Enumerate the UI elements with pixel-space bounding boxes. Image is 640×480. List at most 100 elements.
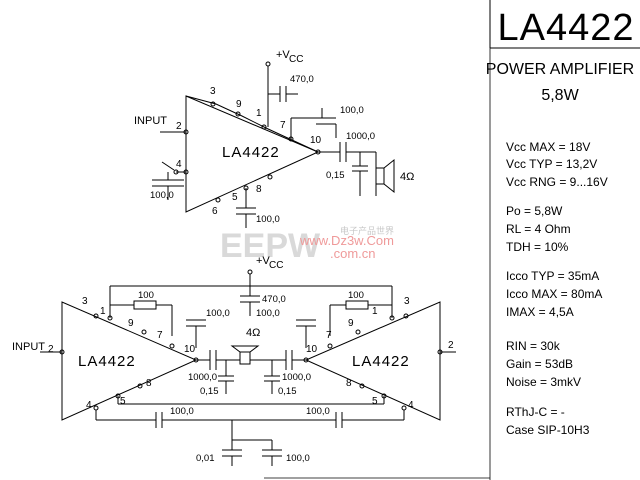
- top-pin-1: 1: [256, 108, 262, 119]
- top-pin8-dot: [267, 174, 273, 180]
- spec-rl: RL = 4 Ohm: [506, 222, 571, 236]
- top-pin-4: 4: [176, 159, 182, 170]
- bottom-right-pin-4: 4: [408, 400, 414, 411]
- bottom-right-resistor: [345, 300, 369, 310]
- bottom-c001: 0,01: [196, 453, 215, 464]
- bottom-circuit-labels: LA4422 LA4422 INPUT +V CC 470,0 100 100 …: [12, 255, 454, 464]
- top-pin-2: 2: [176, 121, 182, 132]
- bottom-left-pin10-dot: [193, 357, 199, 363]
- spec-vcc-typ: Vcc TYP = 13,2V: [506, 157, 597, 171]
- bottom-left-pin-9: 9: [128, 318, 134, 329]
- bottom-right-pin3-dot: [403, 313, 409, 319]
- bottom-left-pin4-dot: [93, 405, 99, 411]
- bottom-c100-bl: 100,0: [170, 406, 194, 417]
- top-pin-8: 8: [256, 184, 262, 195]
- spec-noise: Noise = 3mkV: [506, 375, 581, 389]
- top-vcc-terminal: [265, 61, 271, 67]
- bottom-right-pin-2: 2: [448, 340, 454, 351]
- top-pin-7: 7: [280, 120, 286, 131]
- bottom-left-pin-10: 10: [184, 344, 196, 355]
- spec-list: Vcc MAX = 18V Vcc TYP = 13,2V Vcc RNG = …: [506, 140, 608, 437]
- bottom-right-pin-3: 3: [404, 296, 410, 307]
- bottom-left-pin3-dot: [93, 313, 99, 319]
- bottom-right-pin10-dot: [303, 357, 309, 363]
- top-pin2-dot: [183, 129, 189, 135]
- top-vcc-label: +V: [276, 49, 290, 61]
- top-vcc-sub: CC: [289, 54, 303, 65]
- bottom-left-amp-triangle: [61, 301, 198, 421]
- bottom-c015-right: 0,15: [278, 386, 297, 397]
- top-circuit: [152, 61, 395, 228]
- bottom-vcc-sub: CC: [269, 260, 283, 271]
- bottom-right-pin-7: 7: [326, 330, 332, 341]
- page-title: LA4422: [497, 7, 634, 49]
- top-pin-9: 9: [236, 99, 242, 110]
- bottom-right-pin-9: 9: [348, 318, 354, 329]
- bottom-right-pin8-dot: [359, 383, 365, 389]
- top-pin-10: 10: [310, 135, 322, 146]
- top-c100-in: 100,0: [150, 190, 174, 201]
- bottom-c1000-right: 1000,0: [282, 372, 311, 383]
- top-pin1-dot: [261, 124, 267, 130]
- top-speaker-icon: [375, 167, 385, 185]
- spec-vcc-rng: Vcc RNG = 9...16V: [506, 175, 608, 189]
- bottom-right-pin-1: 1: [372, 306, 378, 317]
- bottom-c100-gnd: 100,0: [286, 453, 310, 464]
- bottom-right-pin-8: 8: [346, 378, 352, 389]
- spec-imax: IMAX = 4,5A: [506, 305, 574, 319]
- bottom-vcc-terminal: [247, 269, 253, 275]
- bottom-left-resistor: [133, 300, 157, 310]
- bottom-vcc-label: +V: [256, 255, 270, 267]
- top-c100-b: 100,0: [256, 214, 280, 225]
- bottom-right-amp-triangle: [304, 301, 441, 421]
- top-circuit-labels: LA4422 INPUT +V CC 470,0 100,0 1000,0 0,…: [134, 49, 414, 225]
- watermark-cn: 电子产品世界: [340, 225, 394, 236]
- spec-icco-max: Icco MAX = 80mA: [506, 287, 602, 301]
- top-c1000: 1000,0: [346, 131, 375, 142]
- bottom-left-pin7-dot: [169, 343, 175, 349]
- bottom-right-pin9-dot: [355, 329, 361, 335]
- bottom-left-chip-label: LA4422: [78, 353, 136, 370]
- watermark: EEPW www.Dz3w.Com .com.cn 电子产品世界: [220, 225, 394, 265]
- top-speaker-label: 4Ω: [400, 171, 414, 183]
- bottom-circuit: [40, 269, 456, 466]
- bottom-left-pin-7: 7: [157, 330, 163, 341]
- power-rating: 5,8W: [541, 87, 579, 104]
- bottom-r100-right: 100: [348, 290, 364, 301]
- bottom-right-pin1-dot: [389, 315, 395, 321]
- top-pin-6: 6: [212, 206, 218, 217]
- bottom-left-pin2-dot: [59, 349, 65, 355]
- bottom-speaker-cone: [230, 345, 260, 353]
- bottom-r100-left: 100: [138, 290, 154, 301]
- bottom-c100-right: 100,0: [256, 308, 280, 319]
- spec-rth: RThJ-C = -: [506, 405, 565, 419]
- bottom-left-pin1-dot: [107, 315, 113, 321]
- spec-case: Case SIP-10H3: [506, 423, 590, 437]
- bottom-left-pin5-dot: [115, 393, 121, 399]
- watermark-url-1: www.Dz3w.Com: [299, 233, 394, 248]
- top-pin9-dot: [235, 111, 241, 117]
- bottom-right-pin-10: 10: [306, 344, 318, 355]
- bottom-c100-left: 100,0: [206, 308, 230, 319]
- spec-po: Po = 5,8W: [506, 204, 563, 218]
- bottom-left-pin9-dot: [141, 329, 147, 335]
- top-pin3-dot: [210, 101, 216, 107]
- top-c015: 0,15: [326, 170, 345, 181]
- bottom-left-pin-1: 1: [100, 306, 106, 317]
- spec-icco-typ: Icco TYP = 35mA: [506, 269, 599, 283]
- bottom-speaker-icon: [239, 351, 251, 365]
- bottom-right-chip-label: LA4422: [352, 353, 410, 370]
- bottom-left-pin-4: 4: [86, 400, 92, 411]
- bottom-left-pin-3: 3: [82, 296, 88, 307]
- top-pin-3: 3: [210, 86, 216, 97]
- bottom-left-pin-5: 5: [120, 396, 126, 407]
- bottom-right-pin5-dot: [381, 393, 387, 399]
- top-pin6-dot: [215, 197, 221, 203]
- watermark-url-2: .com.cn: [330, 246, 376, 261]
- bottom-c1000-left: 1000,0: [188, 372, 217, 383]
- bottom-input-label: INPUT: [12, 341, 45, 353]
- bottom-left-pin-2: 2: [48, 344, 54, 355]
- top-speaker-cone: [383, 158, 395, 194]
- top-pin-5: 5: [232, 192, 238, 203]
